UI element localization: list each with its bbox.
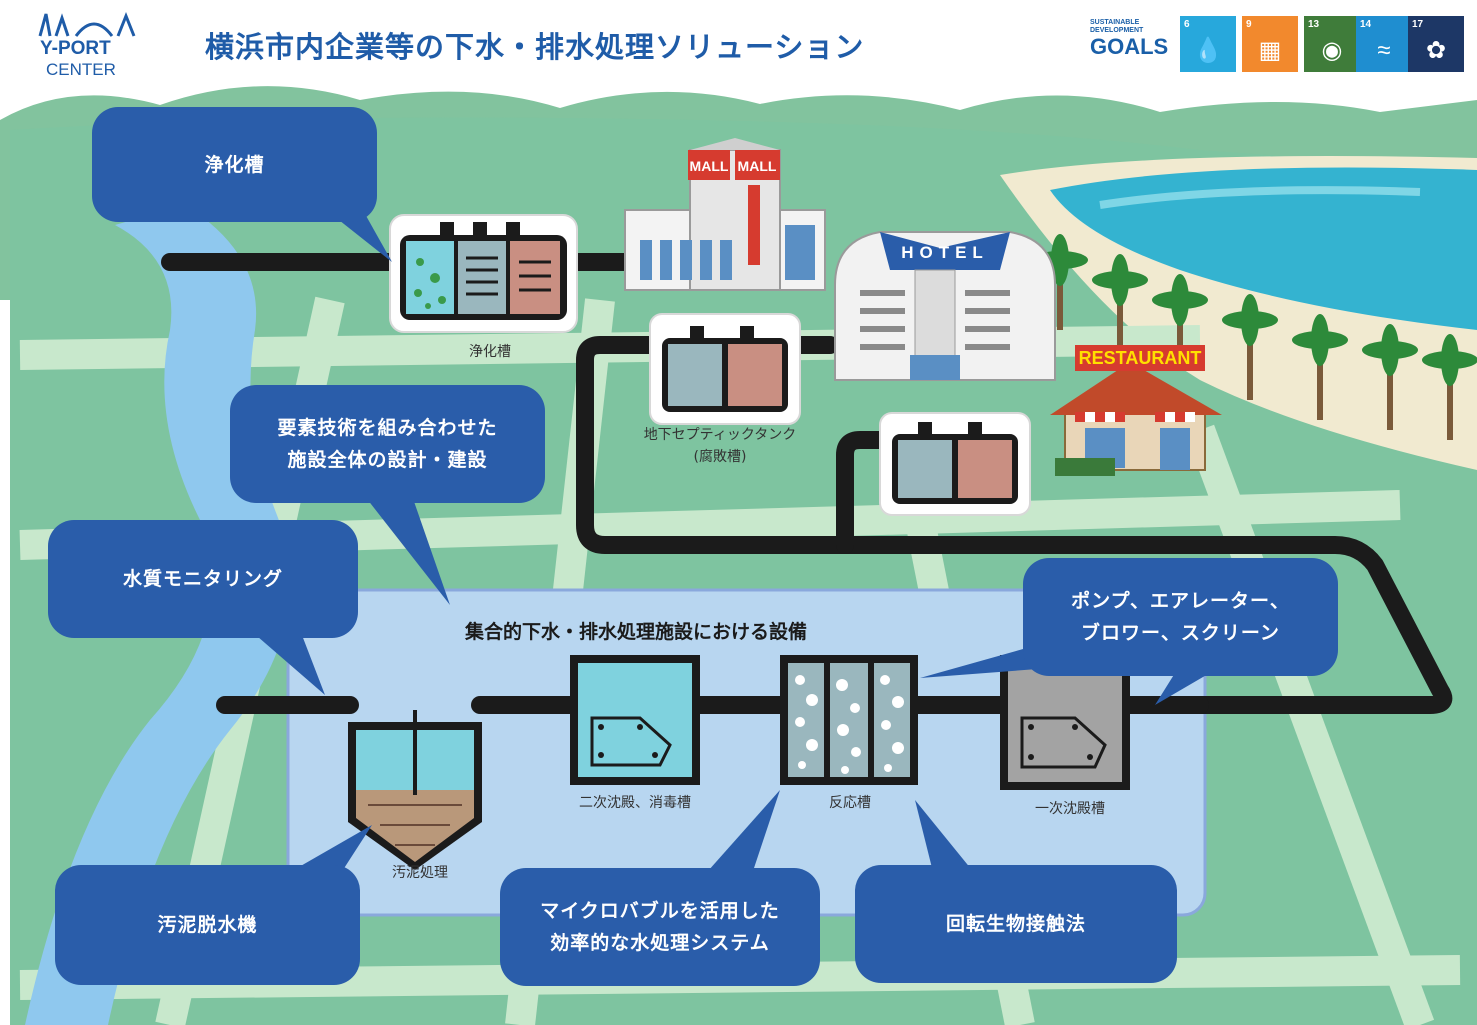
callout-pump-text: ポンプ、エアレーター、 ブロワー、スクリーン (1071, 590, 1290, 644)
mall-building (624, 138, 826, 291)
river (25, 205, 290, 1025)
label-reactor: 反応槽 (829, 795, 871, 811)
water-drop-icon: 💧 (1193, 37, 1223, 64)
y-port-center-logo: Y-PORT CENTER (28, 8, 148, 88)
mall-sign-right: MALL (738, 158, 777, 174)
callout-design-text: 要素技術を組み合わせた 施設全体の設計・建設 (277, 417, 498, 471)
logo-text-line2: CENTER (46, 60, 116, 79)
logo-skyline-icon (38, 11, 136, 37)
reactor-tank (780, 655, 918, 785)
sdgs-label: SUSTAINABLE DEVELOPMENT GOALS (1090, 19, 1170, 71)
mall-sign-left: MALL (690, 158, 729, 174)
septic-tank-2 (879, 412, 1031, 516)
callout-tails (250, 205, 1215, 890)
sdg-14-tile: 14 ≈ (1356, 16, 1412, 72)
callout-microbubble-system: マイクロバブルを活用した 効率的な水処理システム (500, 868, 820, 986)
callout-microbubble-text: マイクロバブルを活用した 効率的な水処理システム (540, 900, 780, 954)
hotel-sign: HOTEL (901, 243, 989, 262)
fish-icon: ≈ (1377, 37, 1391, 64)
restaurant-sign: RESTAURANT (1079, 348, 1202, 368)
callout-sludge-dewatering: 汚泥脱水機 (55, 865, 360, 985)
callout-monitoring-text: 水質モニタリング (122, 568, 283, 590)
facility-title: 集合的下水・排水処理施設における設備 (465, 621, 808, 643)
logo-text-line1: Y-PORT (40, 38, 111, 59)
sdg-number: 6 (1184, 19, 1190, 30)
septic-tank-1 (649, 313, 801, 425)
callout-dewatering-text: 汚泥脱水機 (157, 914, 258, 936)
sdg-9-tile: 9 ▦ (1242, 16, 1298, 72)
sea-shine (1099, 186, 1421, 209)
hotel-building (834, 231, 1056, 381)
flower-icon: ✿ (1425, 37, 1447, 64)
callout-water-quality-monitoring: 水質モニタリング (48, 520, 358, 638)
sdg-number: 13 (1308, 19, 1320, 30)
callout-pump-aerator: ポンプ、エアレーター、 ブロワー、スクリーン (1023, 558, 1338, 676)
sdg-number: 14 (1360, 19, 1372, 30)
label-johkasou: 浄化槽 (469, 344, 511, 360)
page-title: 横浜市内企業等の下水・排水処理ソリューション (205, 30, 865, 64)
callout-johkasou: 浄化槽 (92, 107, 377, 222)
label-secondary-clarifier: 二次沈殿、消毒槽 (579, 795, 691, 811)
restaurant-building (1050, 345, 1222, 476)
callout-rotating-text: 回転生物接触法 (945, 913, 1086, 935)
industry-icon: ▦ (1258, 37, 1282, 64)
callout-rotating-biological-contactor: 回転生物接触法 (855, 865, 1177, 983)
sdg-number: 17 (1412, 19, 1424, 30)
johkasou-tank (389, 214, 578, 333)
secondary-tank (570, 655, 700, 785)
sdgs-label-line2: GOALS (1090, 34, 1169, 59)
callout-design-construction: 要素技術を組み合わせた 施設全体の設計・建設 (230, 385, 545, 503)
label-septic-tank: 地下セプティックタンク (腐敗槽) (643, 427, 797, 465)
sdg-number: 9 (1246, 19, 1252, 30)
label-sludge-treatment: 汚泥処理 (392, 865, 448, 881)
sdgs-label-line1: SUSTAINABLE DEVELOPMENT (1090, 19, 1144, 34)
eye-icon: ◉ (1321, 37, 1343, 64)
primary-tank (1000, 655, 1130, 790)
sdg-6-tile: 6 💧 (1180, 16, 1236, 72)
sludge-tank (348, 710, 482, 870)
sea (1050, 167, 1477, 330)
label-primary-clarifier: 一次沈殿槽 (1035, 801, 1105, 817)
sdg-13-tile: 13 ◉ (1304, 16, 1360, 72)
palm-trees (1032, 234, 1477, 440)
sdg-17-tile: 17 ✿ (1408, 16, 1464, 72)
callout-johkasou-text: 浄化槽 (204, 153, 265, 176)
